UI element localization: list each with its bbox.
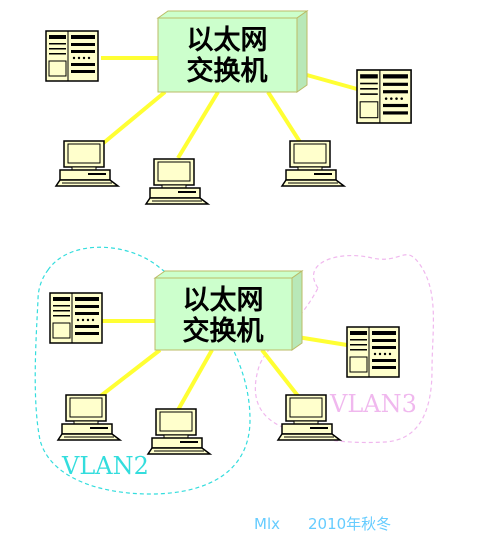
link-bottom-pc-mid [176, 349, 214, 411]
link-bottom-pc-right [260, 348, 300, 398]
link-top-pc-mid [176, 90, 220, 160]
server-icon [45, 30, 99, 82]
server-icon [356, 69, 412, 124]
computer-icon [57, 394, 121, 441]
link-top-pc-right [266, 90, 302, 144]
switch-label-line2: 交换机 [187, 55, 268, 87]
computer-icon [55, 140, 119, 187]
ethernet-switch-icon: 以太网 交换机 [156, 10, 309, 93]
server-icon [49, 292, 103, 344]
vlan3-label: VLAN3 [329, 390, 417, 418]
vlan2-label: VLAN2 [61, 452, 149, 480]
footer-author: Mlx [254, 515, 280, 533]
vlan2-boundary [34, 246, 251, 495]
link-top-pc-left [93, 90, 167, 152]
computer-icon [145, 158, 209, 205]
bottom-network: 以太网 交换机 VLAN2 VLAN3 [34, 246, 434, 495]
top-network: 以太网 交换机 [45, 10, 412, 205]
server-icon [346, 326, 400, 378]
ethernet-switch-icon: 以太网 交换机 [153, 270, 304, 351]
footer-date: 2010年秋冬 [308, 515, 391, 533]
switch-label-line2: 交换机 [183, 315, 264, 347]
switch-label-line1: 以太网 [187, 25, 268, 56]
link-bottom-pc-left [96, 348, 162, 400]
computer-icon [281, 140, 345, 187]
switch-label-line1: 以太网 [183, 285, 264, 316]
vlan3-boundary [254, 254, 434, 444]
computer-icon [147, 408, 211, 455]
